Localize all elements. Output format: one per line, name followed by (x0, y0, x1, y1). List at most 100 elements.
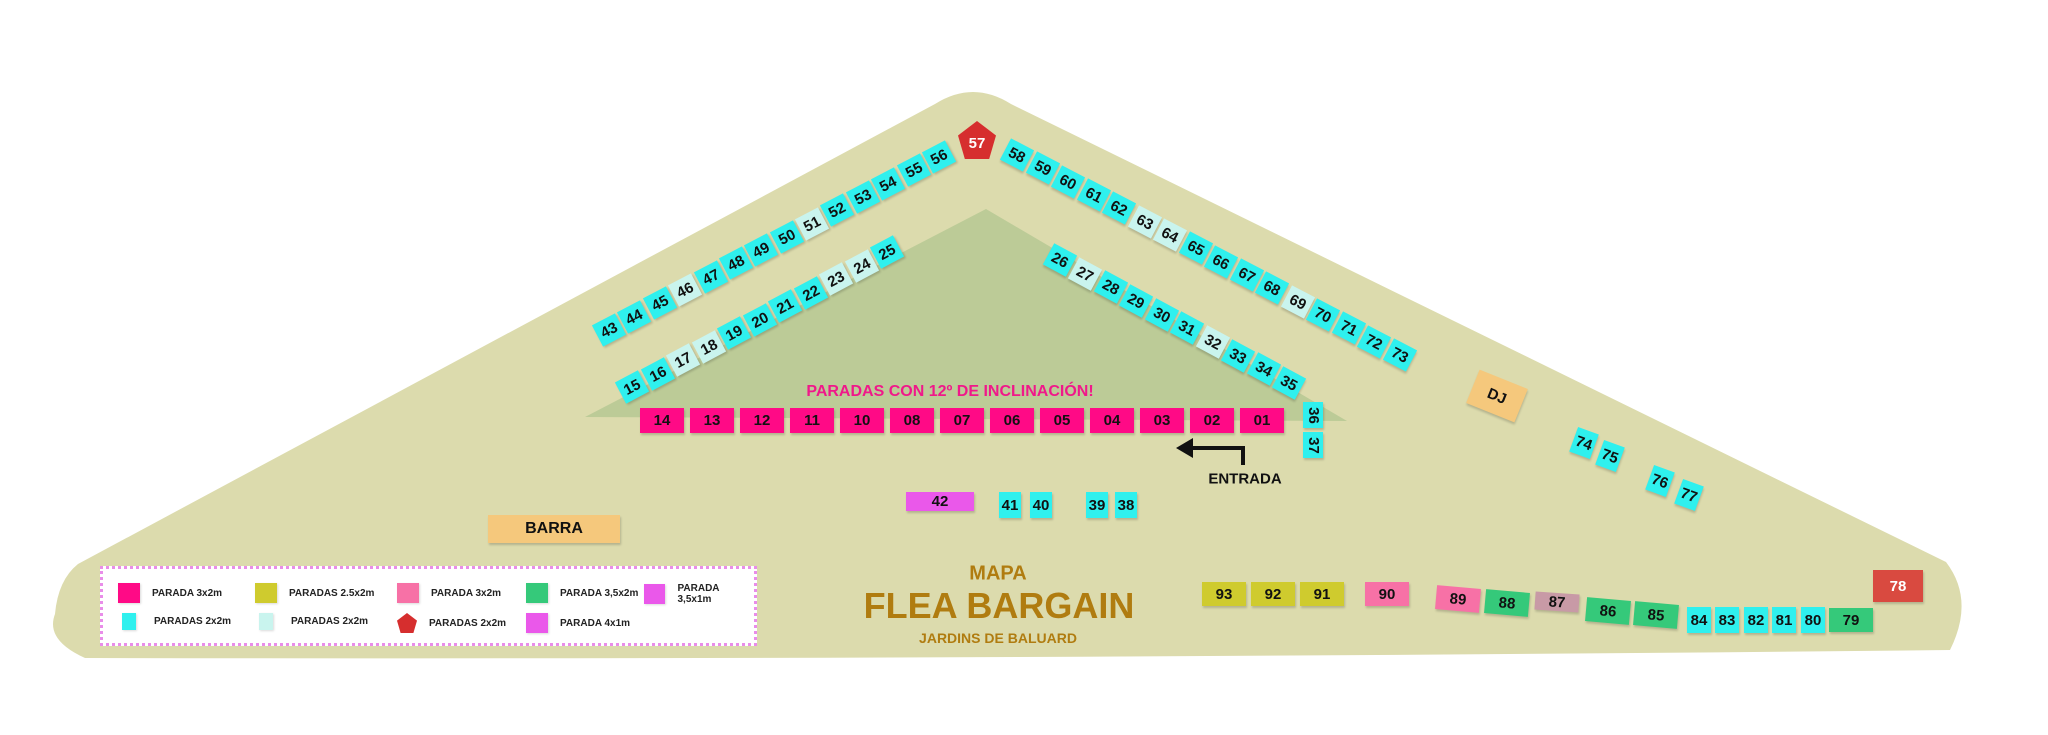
stall-number: 80 (1804, 611, 1822, 629)
stall-10: 10 (840, 407, 884, 433)
stall-05: 05 (1040, 407, 1084, 433)
stall-number: 02 (1203, 411, 1221, 429)
stall-78: 78 (1873, 570, 1923, 602)
legend-item: PARADA 3,5x2m (526, 583, 638, 603)
stall-number: 24 (850, 254, 873, 277)
stall-number: 93 (1215, 585, 1233, 603)
stall-number: 50 (775, 225, 799, 249)
legend-label: PARADAS 2x2m (291, 616, 369, 627)
dj-label: DJ (1484, 384, 1510, 408)
stall-13: 13 (690, 407, 734, 433)
stall-number: 11 (804, 411, 820, 429)
stall-number: 74 (1573, 432, 1595, 454)
bar-area: BARRA (488, 515, 620, 543)
stall-number: 72 (1363, 330, 1386, 354)
stall-12: 12 (740, 407, 784, 433)
legend-label: PARADA 4x1m (560, 617, 631, 629)
stall-number: 56 (927, 145, 951, 169)
stall-number: 06 (1003, 411, 1021, 429)
stall-number: 08 (903, 411, 921, 429)
stall-number: 57 (968, 134, 986, 152)
stall-number: 45 (648, 291, 672, 315)
legend-item: PARADAS 2x2m (118, 613, 231, 630)
stall-number: 36 (1304, 406, 1322, 424)
stall-92: 92 (1251, 582, 1295, 606)
stall-number: 90 (1378, 585, 1396, 603)
stall-number: 69 (1286, 290, 1310, 314)
stall-03: 03 (1140, 407, 1184, 433)
stall-number: 89 (1448, 589, 1468, 609)
stall-number: 81 (1775, 611, 1793, 629)
stall-number: 17 (671, 348, 695, 372)
stall-number: 53 (851, 185, 875, 209)
legend-label: PARADA 3x2m (152, 587, 223, 599)
color-swatch-icon (644, 584, 666, 604)
stall-number: 19 (722, 321, 746, 345)
stall-number: 75 (1599, 445, 1621, 467)
legend-item: PARADA 4x1m (526, 613, 630, 633)
stall-number: 48 (724, 252, 748, 275)
stall-number: 65 (1184, 236, 1208, 260)
stall-08: 08 (890, 407, 934, 433)
entrance-label: ENTRADA (1208, 470, 1282, 488)
stall-number: 12 (753, 411, 771, 429)
stall-number: 59 (1031, 156, 1054, 180)
stall-number: 13 (703, 411, 721, 429)
stall-14: 14 (640, 407, 684, 433)
stall-number: 91 (1313, 585, 1331, 603)
stall-number: 39 (1088, 496, 1106, 514)
stall-number: 55 (902, 158, 925, 182)
stall-number: 44 (623, 305, 646, 329)
stall-number: 38 (1117, 496, 1135, 514)
stall-38: 38 (1115, 492, 1137, 518)
stall-number: 46 (673, 278, 697, 302)
legend-label: PARADAS 2.5x2m (289, 587, 375, 599)
stall-02: 02 (1190, 407, 1234, 433)
stall-number: 42 (931, 492, 949, 510)
stall-number: 64 (1158, 223, 1182, 247)
stall-number: 35 (1277, 371, 1301, 395)
stall-79: 79 (1829, 608, 1873, 632)
pentagon-swatch-icon (397, 613, 417, 633)
stall-number: 76 (1649, 470, 1671, 492)
stall-number: 32 (1201, 330, 1225, 354)
stall-number: 58 (1005, 143, 1029, 167)
stall-number: 88 (1497, 593, 1517, 613)
stall-number: 30 (1150, 303, 1174, 327)
stall-number: 16 (646, 362, 669, 385)
stall-number: 10 (853, 411, 871, 429)
stall-number: 87 (1548, 592, 1566, 612)
stall-number: 66 (1209, 250, 1233, 274)
stall-number: 73 (1388, 343, 1412, 367)
stall-number: 63 (1133, 210, 1156, 234)
stall-01: 01 (1240, 407, 1284, 433)
stall-number: 61 (1082, 183, 1105, 207)
stall-number: 34 (1252, 357, 1275, 381)
bar-label: BARRA (525, 520, 583, 537)
stall-number: 67 (1235, 263, 1259, 287)
stall-number: 68 (1260, 276, 1284, 300)
stall-88: 88 (1484, 589, 1530, 617)
stall-37: 37 (1303, 432, 1323, 458)
legend-label: PARADA 3x2m (431, 587, 502, 599)
stall-number: 71 (1337, 316, 1361, 340)
color-swatch-icon (118, 583, 140, 603)
stall-89: 89 (1435, 585, 1481, 613)
stall-number: 20 (748, 308, 771, 331)
stall-number: 27 (1074, 262, 1097, 286)
legend-item: PARADAS 2x2m (255, 613, 368, 630)
stall-42: 42 (906, 491, 974, 511)
stall-number: 31 (1175, 316, 1199, 340)
stall-40: 40 (1030, 492, 1052, 518)
legend-label: PARADA 3,5x1m (677, 583, 720, 605)
stall-number: 60 (1056, 170, 1080, 194)
map-title: FLEA BARGAIN (863, 585, 1135, 626)
map-subtitle: JARDINS DE BALUARD (919, 630, 1077, 646)
stall-number: 25 (875, 240, 899, 264)
stall-90: 90 (1365, 582, 1409, 606)
stall-85: 85 (1633, 601, 1679, 629)
stall-87: 87 (1534, 591, 1580, 613)
stall-number: 26 (1048, 248, 1072, 272)
stall-number: 07 (953, 411, 971, 429)
